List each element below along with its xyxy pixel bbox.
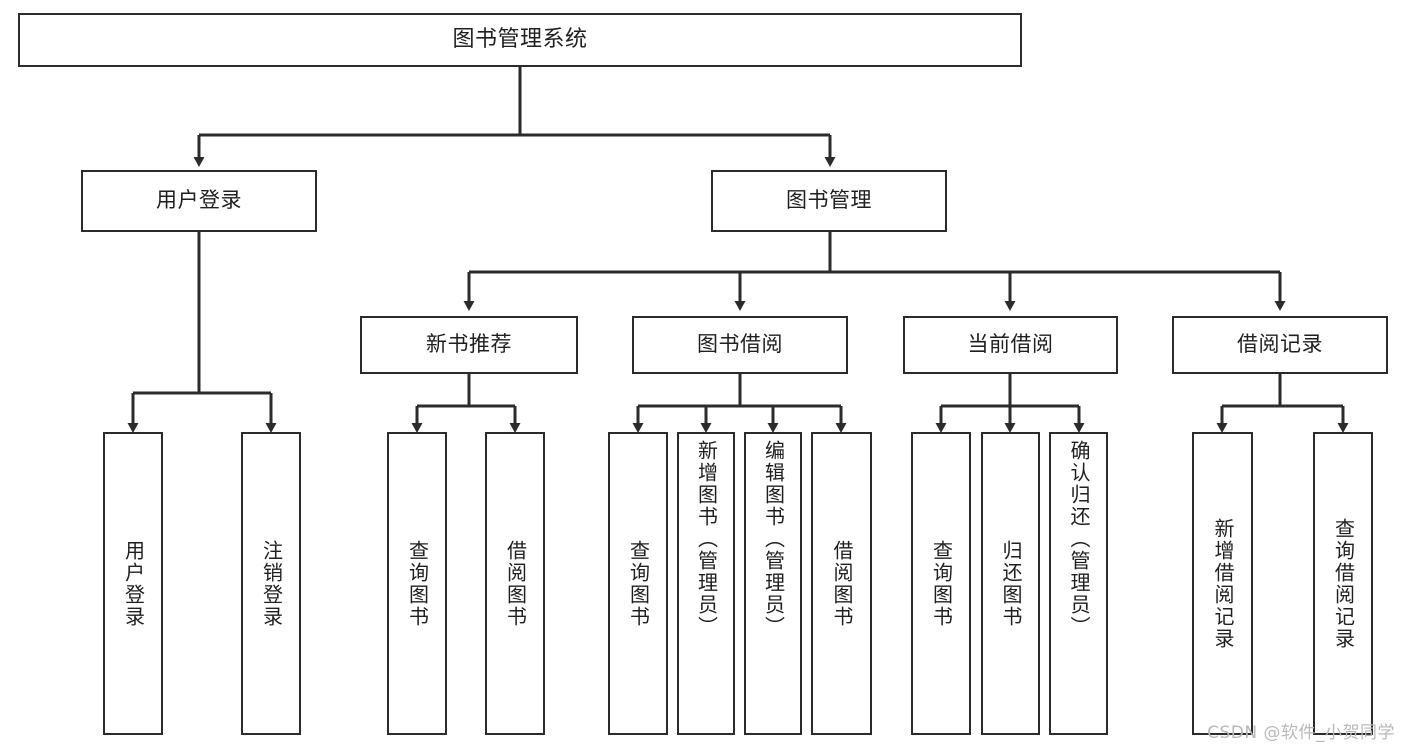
- node-borrow-record[interactable]: 借阅记录: [1172, 316, 1388, 374]
- node-label: 确认归还（管理员）: [1067, 440, 1091, 638]
- watermark: CSDN @软件_小贺同学: [1207, 723, 1395, 743]
- node-user-login[interactable]: 用户登录: [81, 170, 317, 232]
- leaf-record-query[interactable]: 查询借阅记录: [1313, 432, 1373, 735]
- node-label: 用户登录: [121, 539, 146, 628]
- leaf-borrow-edit-book-admin[interactable]: 编辑图书（管理员）: [744, 432, 802, 735]
- node-label: 图书管理系统: [452, 26, 588, 52]
- leaf-current-confirm-return-admin[interactable]: 确认归还（管理员）: [1049, 432, 1108, 735]
- node-label: 借阅图书: [503, 539, 528, 628]
- node-label: 用户登录: [156, 188, 242, 213]
- leaf-user-login[interactable]: 用户登录: [103, 432, 163, 735]
- leaf-new-book-query[interactable]: 查询图书: [387, 432, 447, 735]
- node-label: 查询图书: [626, 539, 651, 628]
- node-label: 查询借阅记录: [1331, 517, 1356, 650]
- leaf-new-book-borrow[interactable]: 借阅图书: [485, 432, 545, 735]
- node-new-book-recommend[interactable]: 新书推荐: [360, 316, 578, 374]
- node-label: 图书借阅: [697, 332, 783, 357]
- node-book-management[interactable]: 图书管理: [711, 170, 947, 232]
- node-label: 借阅记录: [1237, 332, 1323, 357]
- node-label: 查询图书: [929, 539, 954, 628]
- leaf-record-add[interactable]: 新增借阅记录: [1192, 432, 1253, 735]
- node-book-borrow[interactable]: 图书借阅: [632, 316, 848, 374]
- node-label: 当前借阅: [967, 332, 1054, 357]
- node-label: 图书管理: [786, 188, 872, 213]
- node-label: 编辑图书（管理员）: [761, 440, 786, 638]
- node-current-borrow[interactable]: 当前借阅: [903, 316, 1118, 374]
- node-label: 归还图书: [999, 539, 1023, 628]
- leaf-current-query-book[interactable]: 查询图书: [911, 432, 971, 735]
- node-label: 新书推荐: [426, 332, 512, 357]
- leaf-borrow-borrow-book[interactable]: 借阅图书: [811, 432, 872, 735]
- leaf-current-return-book[interactable]: 归还图书: [981, 432, 1040, 735]
- node-label: 新增图书（管理员）: [694, 440, 719, 638]
- node-label: 借阅图书: [830, 539, 854, 628]
- leaf-borrow-query-book[interactable]: 查询图书: [608, 432, 668, 735]
- leaf-borrow-add-book-admin[interactable]: 新增图书（管理员）: [677, 432, 735, 735]
- node-label: 新增借阅记录: [1211, 517, 1235, 650]
- node-label: 查询图书: [405, 539, 430, 628]
- leaf-user-logout[interactable]: 注销登录: [241, 432, 301, 735]
- node-label: 注销登录: [259, 539, 284, 628]
- node-root-system[interactable]: 图书管理系统: [18, 13, 1022, 67]
